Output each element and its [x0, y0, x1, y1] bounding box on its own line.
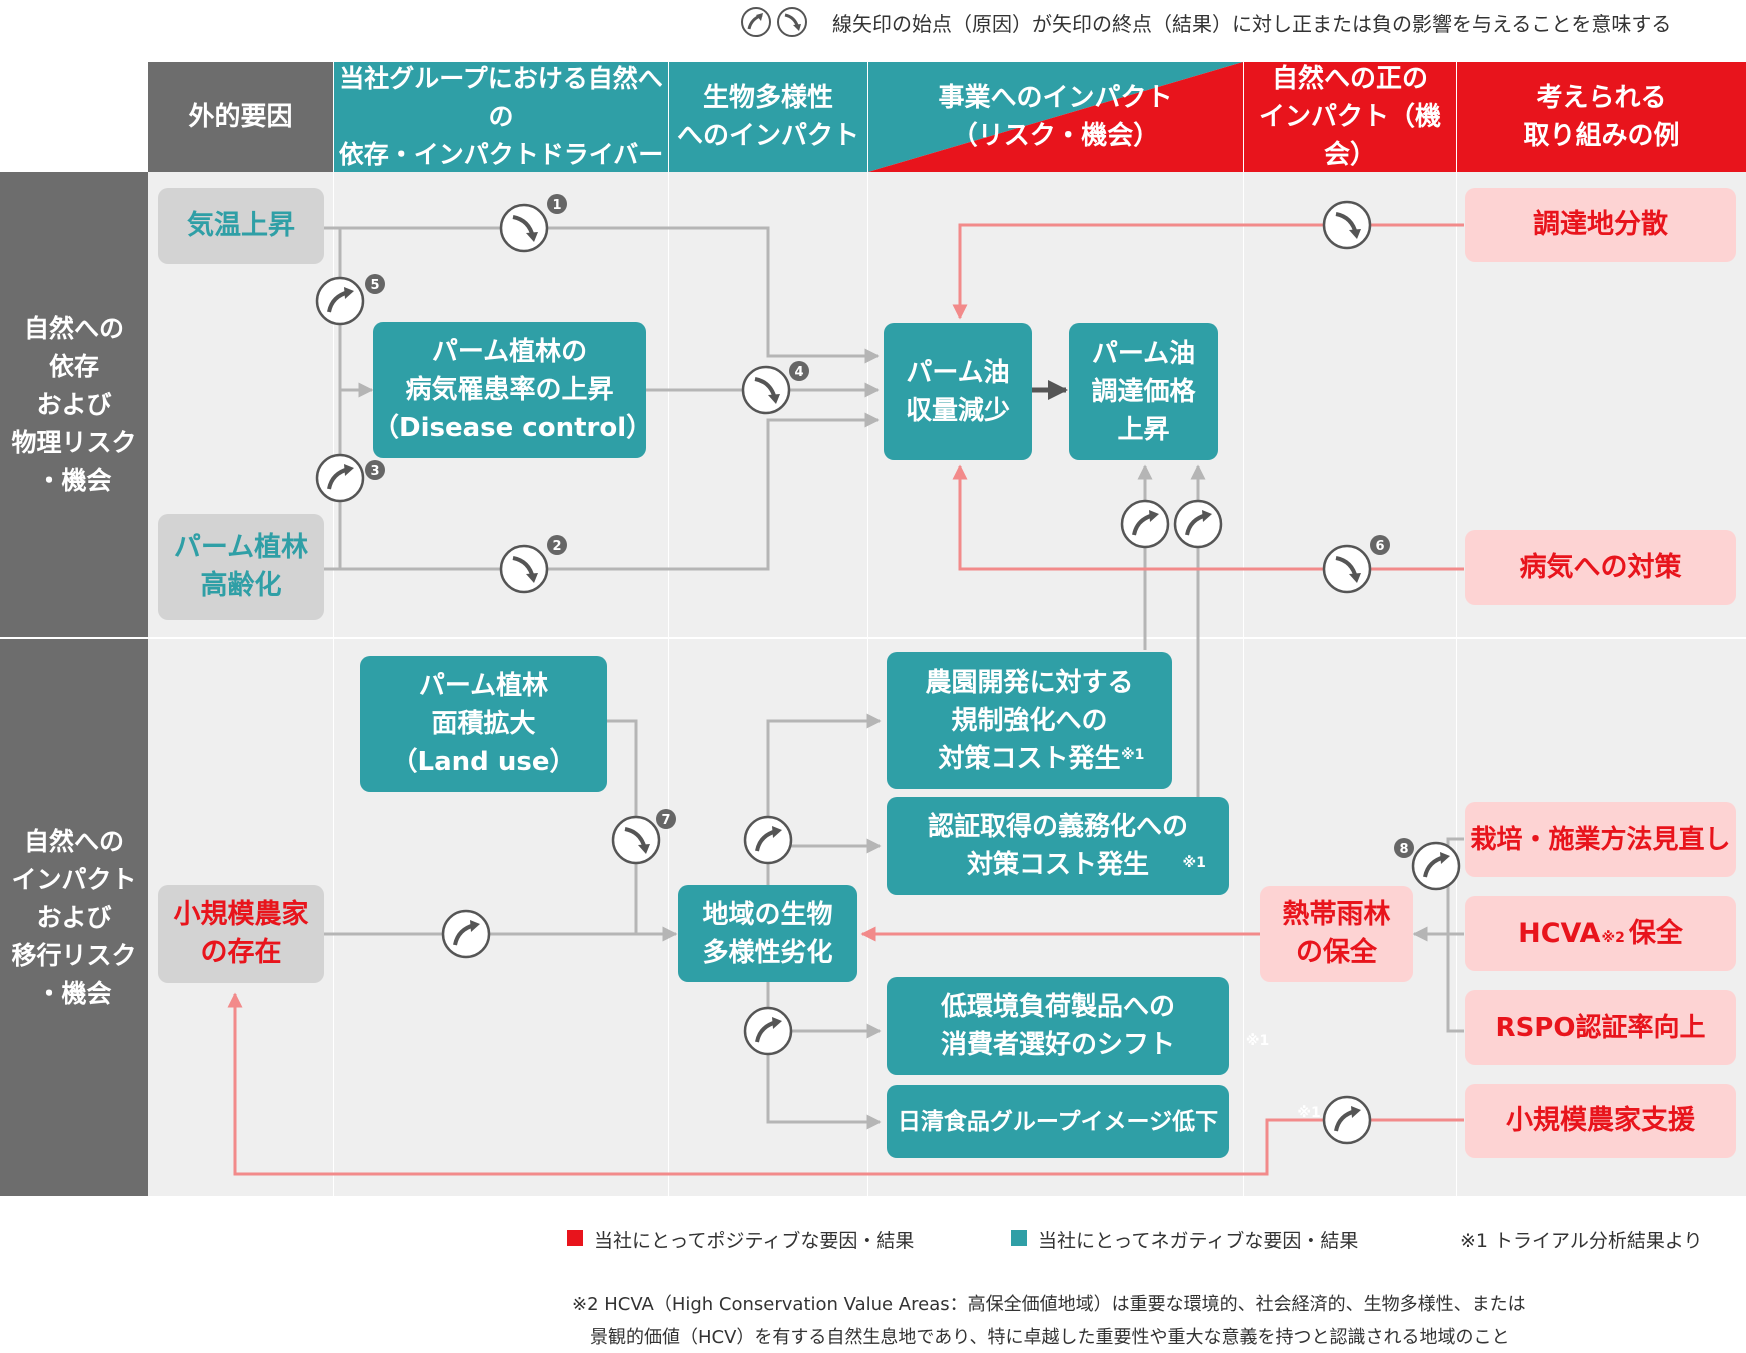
- column-divider: [1243, 62, 1244, 1196]
- line-bio-branch-down: [766, 982, 882, 1130]
- column-divider: [1456, 62, 1457, 1196]
- negative-arrow-icon: [499, 203, 549, 253]
- row-divider: [0, 637, 1746, 639]
- top-legend: 線矢印の始点（原因）が矢印の終点（結果）に対し正または負の影響を与えることを意味…: [740, 4, 1746, 38]
- negative-arrow-icon: [611, 815, 661, 865]
- number-badge: 6: [1370, 535, 1390, 555]
- header-drivers: 当社グループにおける自然への 依存・インパクトドライバー: [334, 62, 668, 172]
- negative-arrow-icon: [1322, 200, 1372, 250]
- number-badge: 3: [365, 460, 385, 480]
- positive-arrow-icon: [1120, 499, 1170, 549]
- box-disease-rate: パーム植林の 病気罹患率の上昇 （Disease control）: [373, 322, 652, 458]
- legend-note2-line1: ※2 HCVA（High Conservation Value Areas：高保…: [572, 1294, 1526, 1315]
- number-badge: 7: [656, 809, 676, 829]
- box-disease-measures: 病気への対策: [1465, 530, 1736, 605]
- box-cultivation-review: 栽培・施業方法見直し: [1465, 802, 1736, 877]
- box-smallholder-support: 小規模農家支援: [1465, 1084, 1736, 1158]
- header-biodiversity-impact: 生物多様性 へのインパクト: [669, 62, 867, 172]
- negative-arrow-icon: [741, 365, 791, 415]
- svg-text:6: 6: [1375, 539, 1384, 554]
- box-price-increase: パーム油 調達価格 上昇: [1069, 323, 1218, 460]
- number-badges: 1 2 3 4 5 6 7 8: [365, 194, 1414, 858]
- box-consumer-shift: 低環境負荷製品への 消費者選好のシフト: [887, 977, 1229, 1075]
- box-temperature-rise: 気温上昇: [158, 188, 324, 264]
- positive-arrow-icon: [441, 909, 491, 959]
- column-divider: [668, 62, 669, 1196]
- note1-superscript: ※1: [1182, 855, 1206, 871]
- box-regulation-cost: 農園開発に対する 規制強化への 対策コスト発生: [887, 652, 1172, 789]
- column-divider: [333, 62, 334, 1196]
- box-rspo-rate: RSPO認証率向上: [1465, 990, 1736, 1065]
- box-sourcing-diversification: 調達地分散: [1465, 188, 1736, 262]
- negative-arrow-icon: [1322, 544, 1372, 594]
- positive-arrow-icon: [1411, 841, 1461, 891]
- icon-group: [315, 200, 1461, 1145]
- top-legend-text: 線矢印の始点（原因）が矢印の終点（結果）に対し正または負の影響を与えることを意味…: [832, 12, 1672, 36]
- header-external-factors: 外的要因: [148, 62, 333, 172]
- legend-note2-line2: 景観的価値（HCV）を有する自然生息地であり、特に卓越した重要性や重大な意義を持…: [590, 1327, 1510, 1348]
- positive-arrow-icon: [1173, 499, 1223, 549]
- legend-note1: ※1 トライアル分析結果より: [1460, 1230, 1703, 1252]
- svg-text:7: 7: [661, 813, 670, 828]
- legend-negative-label: 当社にとってネガティブな要因・結果: [1038, 1230, 1359, 1252]
- box-smallholder: 小規模農家 の存在: [158, 885, 324, 983]
- box-hcva-text-a: HCVA: [1518, 917, 1601, 949]
- positive-arrow-icon: [741, 7, 771, 37]
- positive-arrow-icon: [1322, 1095, 1372, 1145]
- line-support-to-smallholder: [227, 992, 1464, 1176]
- box-palm-aging: パーム植林 高齢化: [158, 514, 324, 620]
- box-consumer-shift-text: 低環境負荷製品への 消費者選好のシフト: [940, 992, 1175, 1060]
- line-sourcing-to-yield: [952, 223, 1464, 320]
- positive-arrow-icon: [315, 276, 365, 326]
- line-disease-measure-to-yield: [952, 464, 1464, 571]
- header-positive-impact: 自然への正の インパクト（機会）: [1244, 62, 1456, 172]
- number-badge: 4: [789, 361, 809, 381]
- positive-arrow-icon: [743, 815, 793, 865]
- box-certification-cost: 認証取得の義務化への 対策コスト発生: [887, 797, 1229, 895]
- box-hcva-text-b: 保全: [1628, 917, 1683, 949]
- box-image-decline-text: 日清食品グループイメージ低下: [897, 1108, 1219, 1135]
- positive-arrow-icon: [315, 453, 365, 503]
- number-badge: 2: [547, 535, 567, 555]
- row-label-dependency: 自然への 依存 および 物理リスク ・機会: [0, 172, 148, 637]
- note1-superscript: ※1: [1245, 1033, 1270, 1049]
- legend-positive-label: 当社にとってポジティブな要因・結果: [594, 1230, 915, 1252]
- svg-text:8: 8: [1399, 842, 1408, 857]
- negative-arrow-icon: [777, 7, 807, 37]
- line-bio-branch-up: [766, 713, 882, 887]
- box-certification-cost-text: 認証取得の義務化への 対策コスト発生: [927, 812, 1188, 880]
- svg-text:3: 3: [370, 464, 379, 479]
- box-biodiversity-degradation: 地域の生物 多様性劣化: [678, 885, 857, 982]
- number-badge: 8: [1394, 838, 1414, 858]
- row-label-impact: 自然への インパクト および 移行リスク ・機会: [0, 639, 148, 1196]
- svg-text:2: 2: [552, 539, 561, 554]
- box-rainforest-conservation: 熱帯雨林 の保全: [1260, 886, 1413, 982]
- legend-positive-swatch: [567, 1230, 583, 1246]
- svg-text:4: 4: [794, 365, 803, 380]
- svg-text:5: 5: [370, 278, 379, 293]
- note2-superscript: ※2: [1601, 929, 1625, 946]
- box-area-expansion: パーム植林 面積拡大 （Land use）: [360, 656, 607, 792]
- note1-superscript: ※1: [1297, 1105, 1321, 1121]
- box-yield-decrease: パーム油 収量減少: [884, 323, 1032, 460]
- column-divider: [867, 62, 868, 1196]
- header-actions: 考えられる 取り組みの例: [1457, 62, 1746, 172]
- positive-arrow-icon: [743, 1006, 793, 1056]
- svg-text:1: 1: [552, 198, 561, 213]
- negative-arrow-icon: [499, 544, 549, 594]
- number-badge: 5: [365, 274, 385, 294]
- header-business-impact-bg: [868, 62, 1243, 172]
- box-regulation-cost-text: 農園開発に対する 規制強化への 対策コスト発生: [925, 667, 1134, 774]
- header-business-impact: 事業へのインパクト （リスク・機会）: [938, 83, 1173, 151]
- number-badge: 1: [547, 194, 567, 214]
- box-image-decline: 日清食品グループイメージ低下: [887, 1085, 1229, 1158]
- legend-negative-swatch: [1011, 1230, 1027, 1246]
- note1-superscript: ※1: [1121, 747, 1145, 763]
